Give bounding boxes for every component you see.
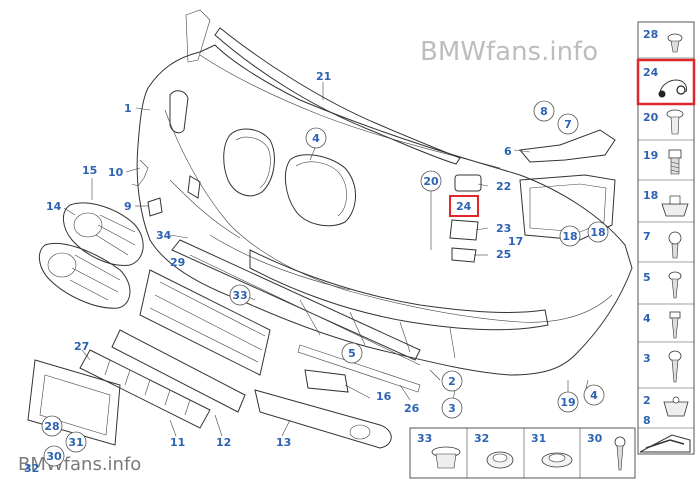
- callout-18-left: 18: [562, 230, 577, 243]
- callout-22: 22: [496, 180, 511, 193]
- side-panel: 28 24 20 19 18 7 5 4 3 2 8: [637, 21, 695, 455]
- fog-grille-14: [38, 242, 131, 309]
- side-label-3: 3: [643, 352, 651, 365]
- side-label-24: 24: [643, 66, 659, 79]
- callout-4-bottom: 4: [590, 389, 598, 402]
- watermark-top: BMWfans.info: [420, 37, 598, 67]
- grille-13: [254, 389, 392, 449]
- callout-7: 7: [564, 118, 572, 131]
- callout-15: 15: [82, 164, 97, 177]
- highlight-side-24: [636, 58, 696, 106]
- callout-27: 27: [74, 340, 89, 353]
- callout-31: 31: [68, 436, 83, 449]
- license-plate-27: [27, 359, 121, 446]
- callout-26: 26: [404, 402, 420, 415]
- callout-10: 10: [108, 166, 124, 179]
- expanding-rivet-20-icon: [666, 109, 684, 135]
- grille-29: [171, 239, 421, 361]
- callout-20: 20: [423, 175, 439, 188]
- tow-hook-cover-22: [454, 174, 482, 192]
- callout-28: 28: [44, 420, 59, 433]
- grille-12: [111, 329, 246, 413]
- side-label-19: 19: [643, 149, 658, 162]
- nut-clip-18-icon: [661, 195, 689, 217]
- screw-7-icon: [668, 231, 682, 259]
- bumper-cover: [136, 9, 633, 376]
- screw-4-icon: [669, 311, 681, 339]
- wire-10: [131, 159, 149, 187]
- bottom-label-33: 33: [417, 432, 432, 445]
- callout-21: 21: [316, 70, 331, 83]
- license-plate-bracket: [139, 269, 271, 376]
- strip-26: [297, 344, 421, 393]
- screw-3-icon: [668, 350, 682, 383]
- clip-nut-2-icon: [663, 396, 689, 417]
- side-label-28: 28: [643, 28, 658, 41]
- callout-32: 32: [24, 462, 39, 475]
- screw-28-icon: [667, 33, 683, 53]
- callout-14: 14: [46, 200, 62, 213]
- side-label-8: 8: [643, 414, 651, 427]
- clip-24-icon: [658, 79, 687, 98]
- clip-25: [451, 247, 477, 263]
- screw-30-icon: [614, 436, 626, 471]
- callout-18-right: 18: [590, 226, 605, 239]
- screw-5-icon: [668, 271, 682, 299]
- trim-strip-21: [214, 27, 461, 165]
- callout-34: 34: [156, 229, 172, 242]
- clip-23: [449, 219, 479, 241]
- bottom-label-30: 30: [587, 432, 603, 445]
- grommet-32-icon: [486, 451, 514, 469]
- cover-9: [147, 197, 163, 217]
- bracket-6: [519, 129, 616, 163]
- highlight-box-24: [449, 195, 479, 217]
- grille-11: [79, 349, 211, 429]
- bottom-panel: 33 32 31 30: [409, 427, 636, 479]
- callout-19: 19: [560, 396, 575, 409]
- callout-4-top: 4: [312, 132, 320, 145]
- arrow-8-icon: [639, 434, 691, 453]
- callout-25: 25: [496, 248, 511, 261]
- callout-6: 6: [504, 145, 512, 158]
- side-label-5: 5: [643, 271, 651, 284]
- callout-8: 8: [540, 105, 548, 118]
- callout-29: 29: [170, 256, 185, 269]
- callout-17: 17: [508, 235, 523, 248]
- fog-grille-15: [63, 202, 144, 266]
- callout-23: 23: [496, 222, 511, 235]
- callout-2: 2: [448, 375, 456, 388]
- callout-5: 5: [348, 347, 356, 360]
- circled-callouts: 4 8 7 20 18 18 33 5 2 3 19 4 28 31 30: [41, 100, 609, 467]
- callout-13: 13: [276, 436, 291, 449]
- callout-33: 33: [232, 289, 247, 302]
- side-label-4: 4: [643, 312, 651, 325]
- callout-16: 16: [376, 390, 392, 403]
- side-label-18: 18: [643, 189, 658, 202]
- plug-33-icon: [431, 446, 461, 469]
- callout-24: 24: [456, 200, 472, 213]
- callout-9: 9: [124, 200, 132, 213]
- bracket-34: [187, 175, 201, 199]
- callout-30: 30: [46, 450, 62, 463]
- side-label-20: 20: [643, 111, 659, 124]
- leader-lines: [51, 82, 589, 437]
- bolt-19-icon: [668, 149, 682, 175]
- callout-3: 3: [448, 402, 456, 415]
- side-label-7: 7: [643, 230, 651, 243]
- strip-16: [304, 369, 349, 393]
- callout-1: 1: [124, 102, 132, 115]
- bottom-label-31: 31: [531, 432, 546, 445]
- grommet-31-icon: [541, 452, 573, 468]
- side-label-2: 2: [643, 394, 651, 407]
- bottom-label-32: 32: [474, 432, 489, 445]
- callout-12: 12: [216, 436, 231, 449]
- air-duct-17: [519, 174, 616, 241]
- callout-11: 11: [170, 436, 185, 449]
